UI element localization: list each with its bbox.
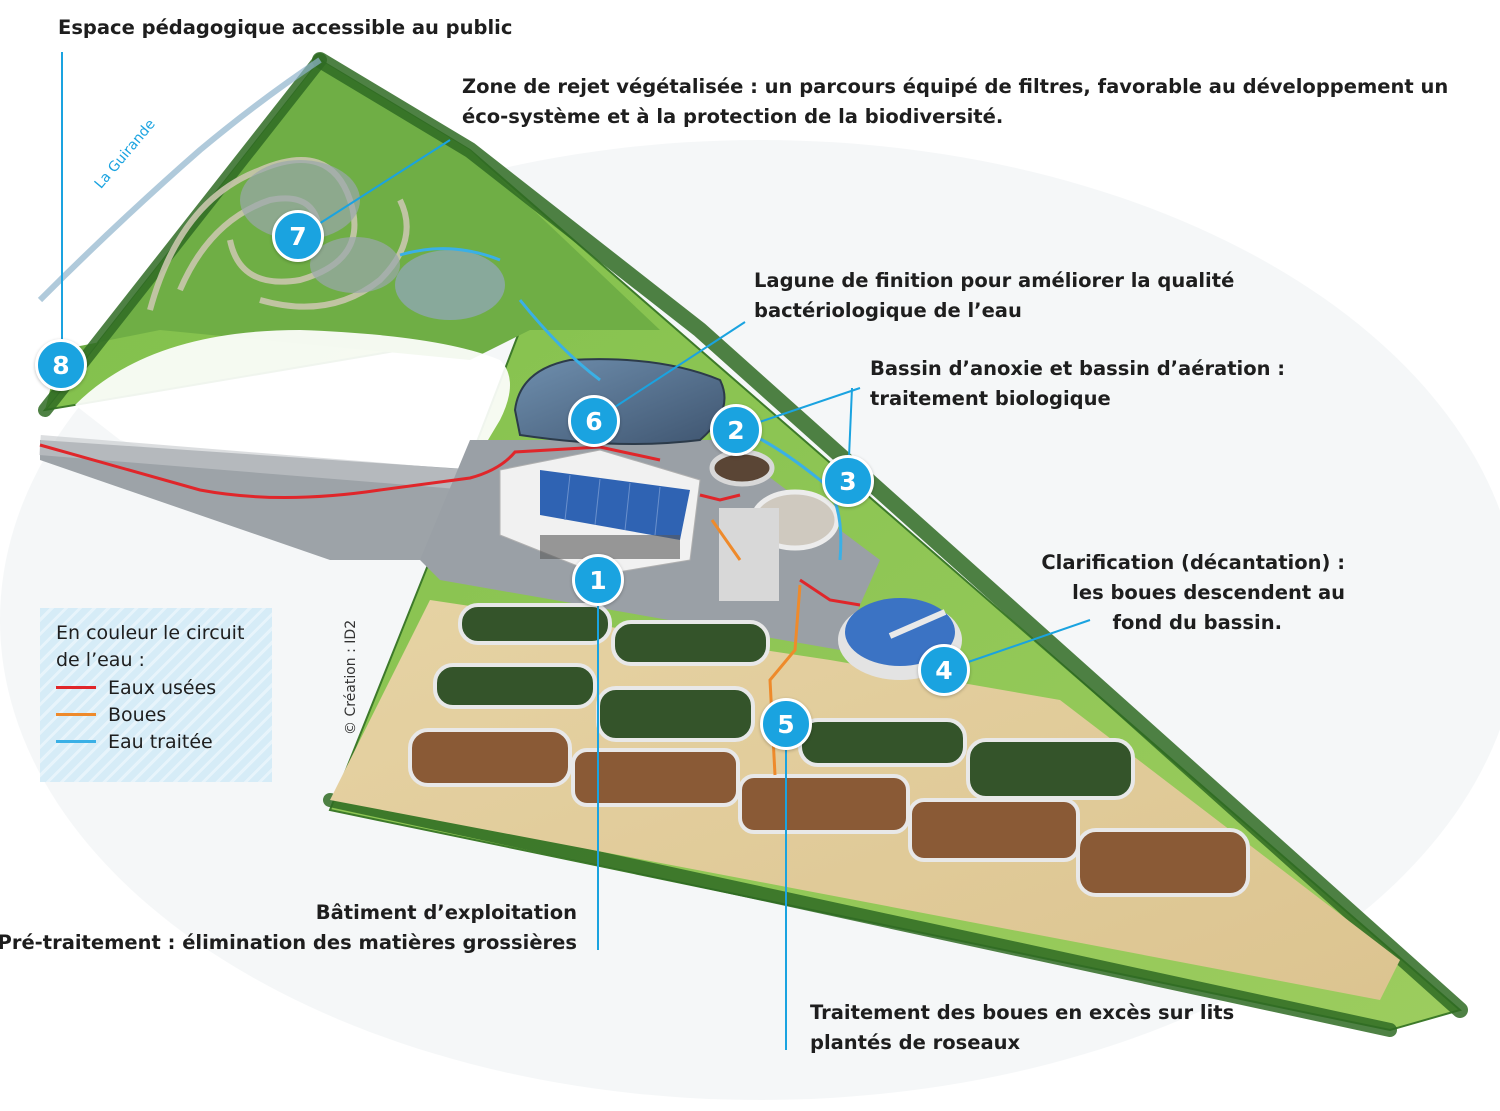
- legend-label-boues: Boues: [108, 703, 167, 726]
- callout-lines: [61, 52, 1091, 1050]
- legend-item-eaux-usees: Eaux usées: [56, 674, 256, 701]
- label-clarification-line3: fond du bassin.: [1112, 611, 1282, 634]
- legend-title: En couleur le circuit de l’eau :: [56, 622, 245, 671]
- legend-item-boues: Boues: [56, 701, 256, 728]
- label-bassin-line2: traitement biologique: [870, 387, 1111, 410]
- label-traitement-boues-line2: plantés de roseaux: [810, 1031, 1021, 1054]
- label-espace-pedagogique: Espace pédagogique accessible au public: [58, 16, 513, 39]
- credit-label: © Création : ID2: [343, 619, 359, 735]
- badge-7: 7: [272, 210, 324, 262]
- flow-eaux-usees: [39, 443, 661, 499]
- label-batiment-line1: Bâtiment d’exploitation: [315, 901, 577, 924]
- badge-5: 5: [760, 698, 812, 750]
- legend-label-eaux-usees: Eaux usées: [108, 676, 217, 699]
- grey-block: [719, 508, 779, 601]
- building: [499, 449, 701, 576]
- pond-grey-2: [310, 237, 400, 293]
- legend-swatch-boues: [56, 713, 96, 716]
- label-clarification-line1: Clarification (décantation) :: [1041, 551, 1345, 574]
- label-lagune-line1: Lagune de finition pour améliorer la qua…: [754, 269, 1235, 292]
- river-guirande: [37, 57, 322, 303]
- label-bassin-line1: Bassin d’anoxie et bassin d’aération :: [870, 357, 1286, 380]
- label-lagune-line2: bactériologique de l’eau: [754, 299, 1022, 322]
- lagoon: [513, 358, 726, 445]
- legend-swatch-eau-traitee: [56, 740, 96, 743]
- legend-item-eau-traitee: Eau traitée: [56, 728, 256, 755]
- badge-3: 3: [822, 455, 874, 507]
- legend-label-eau-traitee: Eau traitée: [108, 730, 213, 753]
- legend-swatch-eaux-usees: [56, 686, 96, 689]
- clarifier-bridge: [888, 609, 947, 639]
- label-batiment-line2: Pré-traitement : élimination des matière…: [0, 931, 577, 954]
- flow-eaux-usees-2: [699, 493, 741, 502]
- hedge-top: [312, 52, 1468, 1018]
- label-traitement-boues-line1: Traitement des boues en excès sur lits: [810, 1001, 1235, 1024]
- reed-pond: [395, 250, 505, 320]
- legend: En couleur le circuit de l’eau : Eaux us…: [40, 608, 272, 782]
- badge-1: 1: [572, 554, 624, 606]
- reed-beds: [408, 603, 1250, 897]
- label-zone-rejet-line2: éco-système et à la protection de la bio…: [462, 105, 1004, 128]
- pond-grey: [240, 160, 360, 240]
- hedge-bottom: [323, 793, 1397, 1037]
- badge-8: 8: [35, 339, 87, 391]
- badge-2: 2: [710, 404, 762, 456]
- label-clarification-line2: les boues descendent au: [1072, 581, 1345, 604]
- anoxia-tank: [709, 449, 775, 487]
- badge-6: 6: [568, 395, 620, 447]
- label-zone-rejet-line1: Zone de rejet végétalisée : un parcours …: [462, 75, 1449, 98]
- flow-eaux-usees-3: [799, 578, 861, 607]
- road-strip: [39, 435, 471, 490]
- badge-4: 4: [918, 644, 970, 696]
- void-area: [75, 330, 510, 476]
